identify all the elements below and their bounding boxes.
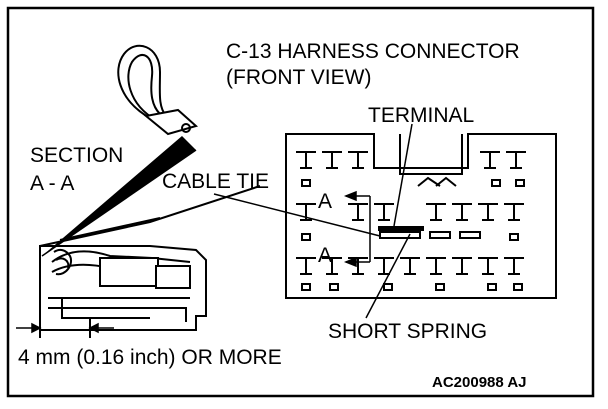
leader-lines — [213, 123, 413, 319]
terminal-row-top — [296, 151, 526, 187]
section-mark-upper: A — [318, 190, 332, 213]
dimension-label: 4 mm (0.16 inch) OR MORE — [18, 346, 282, 369]
magnifier-wedge — [42, 136, 196, 256]
cable-tie-label: CABLE TIE — [162, 170, 269, 193]
section-label-line1: SECTION — [30, 144, 123, 167]
section-a-a-drawing — [39, 185, 261, 338]
connector-front-view — [285, 133, 557, 299]
terminal-leader — [393, 123, 413, 227]
connector-title-line1: C-13 HARNESS CONNECTOR — [226, 40, 520, 63]
terminal-label: TERMINAL — [368, 104, 474, 127]
terminal-row-middle — [296, 203, 524, 241]
figure-code: AC200988 AJ — [432, 374, 527, 391]
figure-frame — [6, 6, 595, 398]
section-mark-lower: A — [318, 244, 332, 267]
connector-title-line2: (FRONT VIEW) — [226, 66, 371, 89]
short-spring-label: SHORT SPRING — [328, 320, 487, 343]
cable-tie-leader — [213, 193, 381, 237]
cable-tie-illustration — [117, 44, 199, 136]
short-spring-bar — [378, 226, 424, 231]
dimension-arrows — [16, 322, 114, 334]
short-spring-leader — [365, 233, 411, 319]
terminal-row-bottom — [296, 257, 524, 291]
section-label-line2: A - A — [30, 172, 74, 195]
section-cut-line — [343, 190, 371, 268]
